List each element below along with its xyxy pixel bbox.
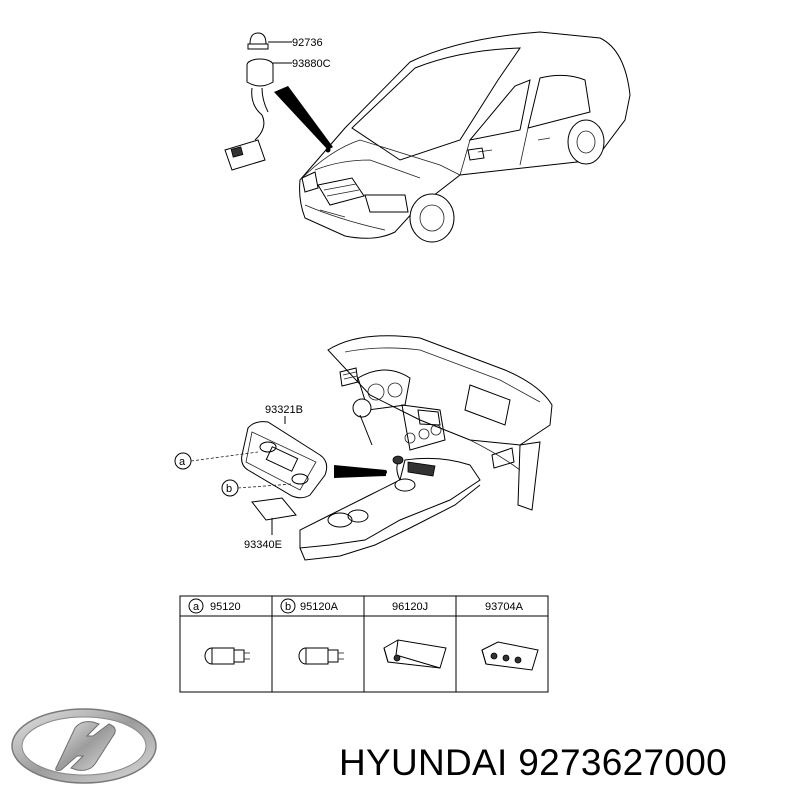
reference-b-marker: [221, 479, 293, 497]
dashboard-illustration: [299, 335, 553, 561]
pointer-arrow-middle: [334, 465, 386, 478]
table-part-95120A: 95120A: [300, 601, 339, 613]
car-illustration: [299, 31, 631, 243]
callout-socket-label: 93880C: [292, 58, 331, 70]
part-icon-96120J: [383, 639, 447, 669]
parts-table: [179, 595, 549, 693]
table-ref-b-circle: [280, 598, 296, 614]
callout-cover-label: 93340E: [244, 539, 282, 551]
callout-panel-label: 93321B: [265, 404, 303, 416]
caption-brand: HYUNDAI: [339, 742, 508, 783]
cap-part: [247, 32, 292, 50]
caption: HYUNDAI 9273627000: [339, 738, 799, 788]
table-ref-b-letter: b: [285, 601, 291, 613]
ref-a-letter: a: [179, 456, 186, 468]
part-icon-95120A: [298, 647, 344, 665]
table-part-96120J: 96120J: [392, 601, 428, 613]
callout-cap-label: 92736: [292, 37, 323, 49]
table-part-95120: 95120: [210, 601, 241, 613]
table-ref-a-circle: [188, 598, 204, 614]
ref-b-letter: b: [226, 483, 232, 495]
table-ref-a-letter: a: [193, 601, 200, 613]
panel-part: [241, 416, 328, 499]
part-icon-93704A: [481, 641, 539, 671]
socket-assembly-part: [224, 58, 292, 171]
table-part-93704A: 93704A: [485, 601, 524, 613]
hyundai-logo-icon: [11, 708, 157, 784]
cover-part: [251, 497, 297, 535]
caption-part-number: 9273627000: [518, 742, 727, 783]
part-icon-95120: [204, 647, 250, 665]
pointer-arrow-top: [274, 86, 333, 150]
reference-a-marker: [174, 451, 259, 470]
